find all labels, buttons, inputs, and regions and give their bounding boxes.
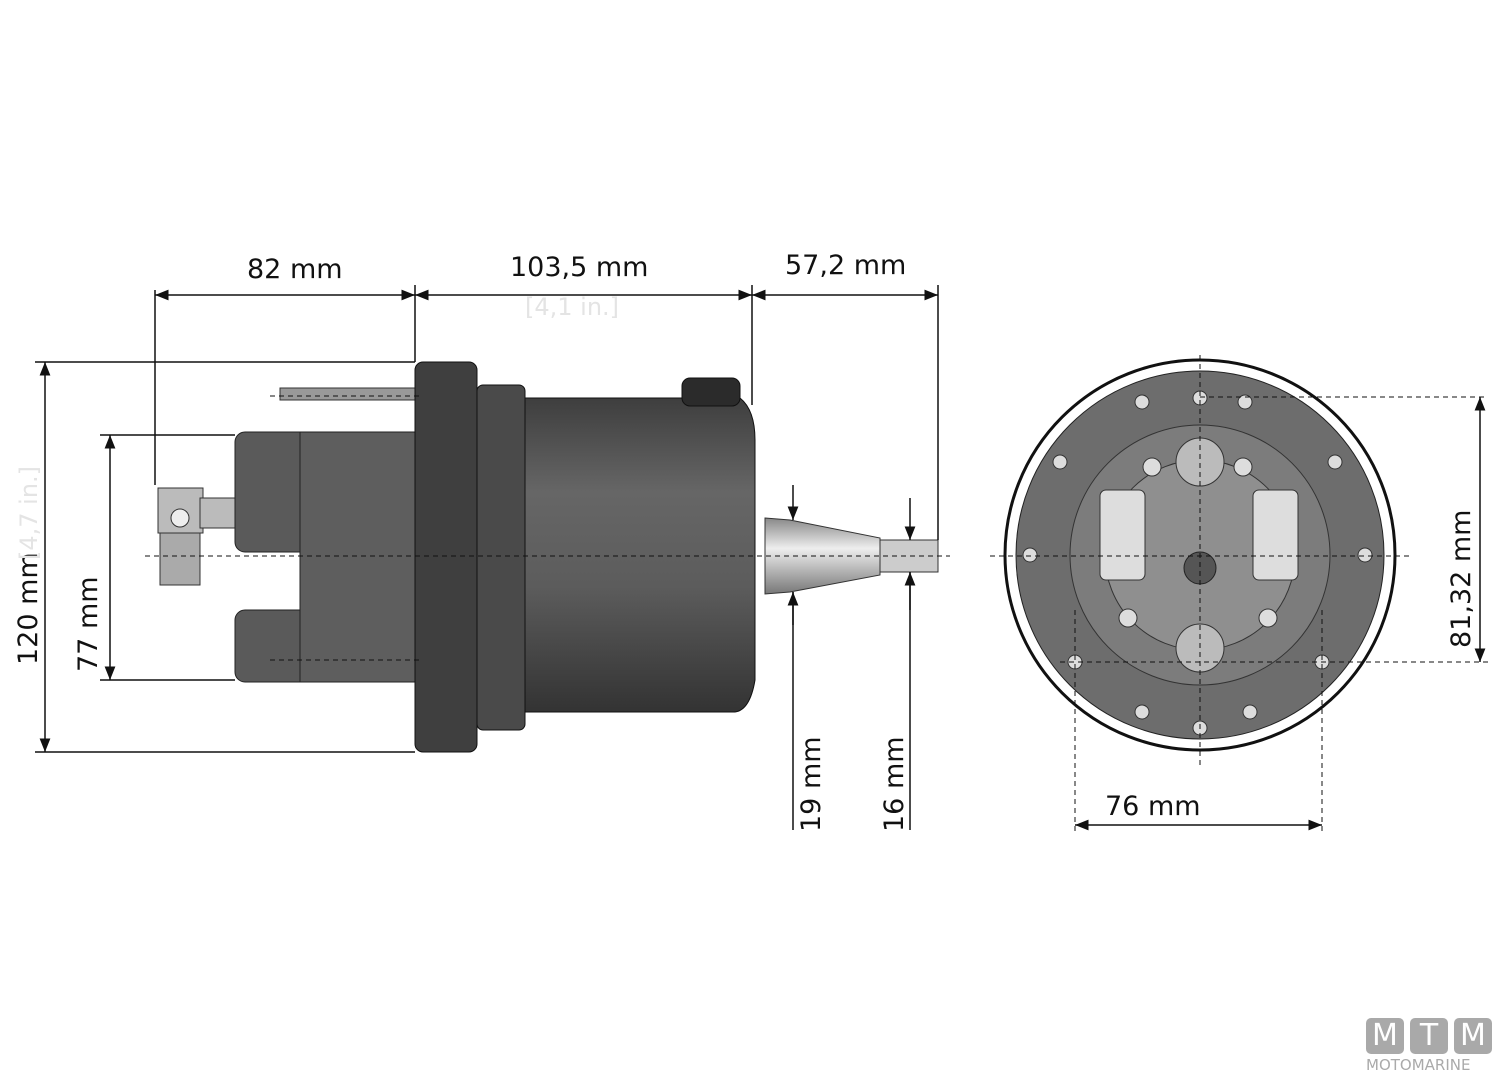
rear-housing (299, 431, 421, 683)
motomarine-logo: M T M MOTOMARINE (1366, 1018, 1496, 1074)
logo-text: MOTOMARINE (1366, 1056, 1471, 1074)
dim-flange-height-inch: [4,7 in.] (15, 466, 43, 560)
dim-body-length-inch: [4,1 in.] (525, 293, 619, 321)
front-view (990, 355, 1488, 835)
dim-taper-diameter: 19 mm (796, 736, 827, 832)
dimension-lines (35, 285, 1486, 831)
hydraulic-fitting (157, 487, 241, 586)
left-port (1099, 489, 1146, 581)
mounting-flange (414, 361, 478, 753)
dim-rear-length: 82 mm (247, 254, 343, 285)
dim-flange-height: 120 mm (13, 552, 44, 665)
side-view (145, 361, 950, 753)
dim-bolt-horizontal: 76 mm (1105, 791, 1201, 822)
logo-letter: M (1366, 1018, 1404, 1054)
dim-thread-diameter: 16 mm (879, 736, 910, 832)
logo-letter: M (1454, 1018, 1492, 1054)
filler-cap (681, 377, 741, 407)
dim-body-length: 103,5 mm (510, 252, 648, 283)
logo-letter: T (1410, 1018, 1448, 1054)
upper-stud (279, 387, 416, 401)
dim-shaft-length: 57,2 mm (785, 250, 906, 281)
main-body (524, 397, 756, 713)
right-port (1252, 489, 1299, 581)
dim-bolt-vertical: 81,32 mm (1446, 510, 1477, 648)
dim-rear-height: 77 mm (73, 576, 104, 672)
